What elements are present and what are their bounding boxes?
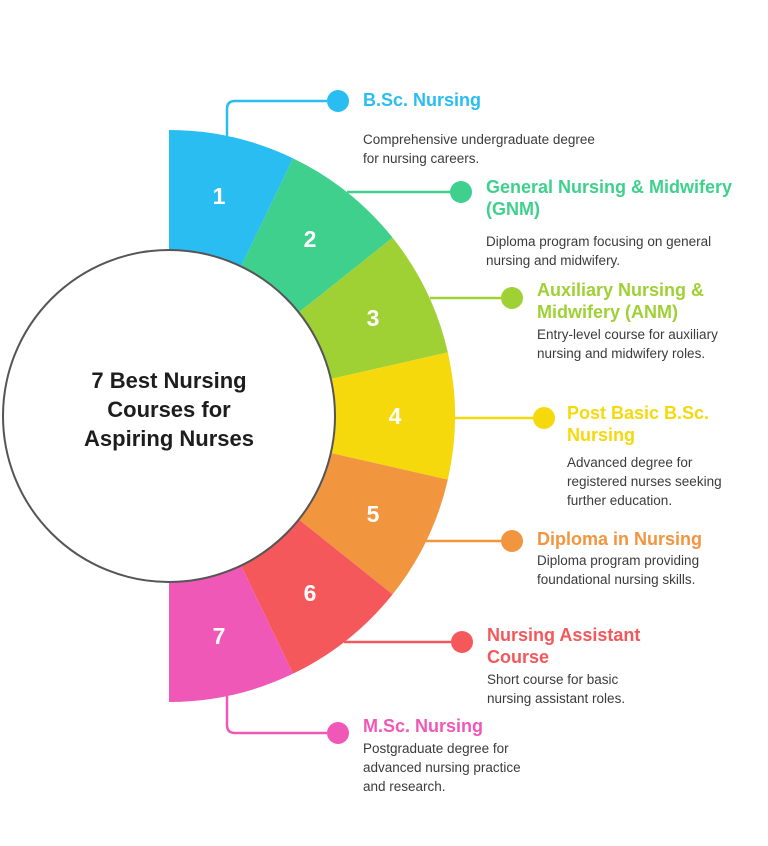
course-description-6: Short course for basic nursing assistant… <box>487 672 626 706</box>
course-name-3: Auxiliary Nursing & Midwifery (ANM) <box>537 280 705 322</box>
course-description-4: Advanced degree for registered nurses se… <box>567 455 722 508</box>
connector-1 <box>225 99 327 136</box>
course-name-6: Nursing Assistant Course <box>487 625 641 667</box>
segment-number-3: 3 <box>367 305 380 331</box>
center-circle-border <box>2 249 336 583</box>
donut-segments <box>169 130 456 702</box>
segment-2 <box>241 158 393 313</box>
course-description-5: Diploma program providing foundational n… <box>537 553 700 587</box>
dot-2 <box>450 181 472 203</box>
segment-number-4: 4 <box>389 403 402 429</box>
dot-3 <box>501 287 523 309</box>
dot-5 <box>501 530 523 552</box>
segment-1 <box>169 130 294 267</box>
dot-6 <box>451 631 473 653</box>
connector-lines <box>225 99 533 735</box>
segment-7 <box>169 565 294 702</box>
segment-6 <box>241 519 393 674</box>
connector-dots <box>327 90 555 744</box>
center-circle <box>3 250 335 582</box>
dot-4 <box>533 407 555 429</box>
segment-number-2: 2 <box>304 226 317 252</box>
connector-7 <box>225 696 327 735</box>
course-description-3: Entry-level course for auxiliary nursing… <box>537 327 718 361</box>
course-name-7: M.Sc. Nursing <box>363 716 484 736</box>
segment-3 <box>298 237 448 380</box>
segment-number-1: 1 <box>213 183 226 209</box>
segment-5 <box>298 452 448 595</box>
infographic-title: 7 Best Nursing Courses for Aspiring Nurs… <box>84 368 254 451</box>
course-name-1: B.Sc. Nursing <box>363 90 482 110</box>
course-description-2: Diploma program focusing on general nurs… <box>486 234 712 268</box>
segment-number-5: 5 <box>367 501 380 527</box>
course-description-1: Comprehensive undergraduate degree for n… <box>363 132 595 166</box>
segment-numbers: 1 2 3 4 5 6 7 <box>213 183 402 649</box>
course-name-2: General Nursing & Midwifery (GNM) <box>486 177 733 219</box>
segment-number-6: 6 <box>304 580 317 606</box>
course-description-7: Postgraduate degree for advanced nursing… <box>363 741 521 794</box>
dot-1 <box>327 90 349 112</box>
course-name-4: Post Basic B.Sc. Nursing <box>567 403 710 445</box>
segment-number-7: 7 <box>213 623 226 649</box>
segment-4 <box>330 352 456 480</box>
dot-7 <box>327 722 349 744</box>
course-name-5: Diploma in Nursing <box>537 529 703 549</box>
